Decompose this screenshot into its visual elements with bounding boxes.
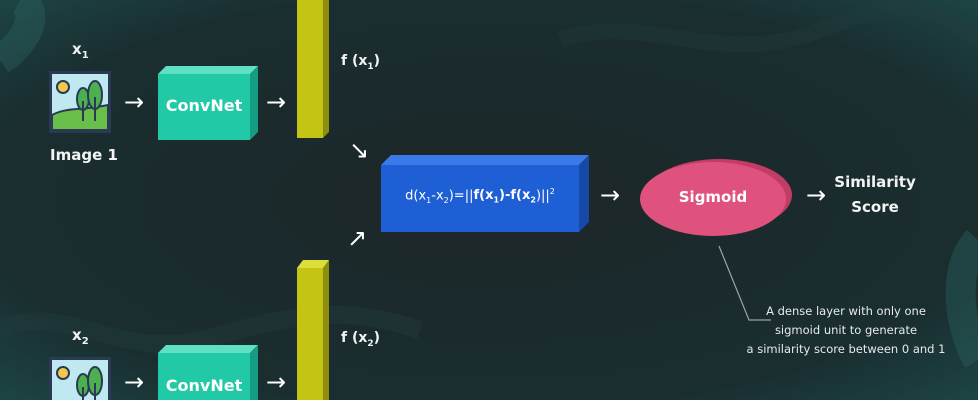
- f-close: ): [373, 53, 381, 69]
- formula-sub: 2: [443, 195, 449, 205]
- embedding-bar-1: [297, 0, 329, 138]
- similarity-score-label: Similarity Score: [830, 170, 920, 220]
- arrow-right-icon: →: [266, 368, 287, 396]
- formula-part: f(x: [473, 188, 494, 204]
- note-line-1: A dense layer with only one: [766, 304, 926, 318]
- x-letter: x: [72, 40, 82, 58]
- arrow-right-icon: →: [600, 181, 621, 209]
- formula-part: )=||: [448, 188, 474, 204]
- convnet-cube-1: [158, 66, 258, 140]
- formula-sub: 2: [530, 195, 536, 205]
- convnet-cube-2: [158, 345, 258, 400]
- formula-sub: 1: [426, 195, 432, 205]
- f-text: f (x: [341, 53, 368, 69]
- arrow-right-icon: →: [124, 88, 145, 116]
- note-line-3: a similarity score between 0 and 1: [746, 342, 946, 356]
- x-letter: x: [72, 326, 82, 344]
- f-close: ): [373, 330, 381, 346]
- landscape-image-icon: [49, 71, 111, 133]
- f-subscript: 1: [367, 61, 374, 72]
- arrow-up-right-icon: ↗: [347, 224, 368, 252]
- f-text: f (x: [341, 330, 368, 346]
- sigmoid-ellipse: [640, 159, 792, 236]
- x-subscript: 2: [81, 336, 89, 347]
- formula-sub: 1: [493, 195, 500, 205]
- formula-part: )-f(x: [499, 188, 531, 204]
- distance-block: [381, 155, 589, 232]
- score-line-2: Score: [851, 198, 899, 216]
- formula-part: )||: [535, 188, 550, 204]
- x-subscript: 1: [81, 50, 89, 61]
- embedding-label-2: f (x2): [341, 330, 380, 349]
- formula-part: d(x: [405, 188, 427, 204]
- formula-sup: 2: [549, 187, 555, 196]
- landscape-image-icon: [49, 357, 111, 400]
- arrow-right-icon: →: [266, 88, 287, 116]
- image-1-label: Image 1: [50, 146, 118, 164]
- annotation-connector: [718, 245, 771, 321]
- arrow-right-icon: →: [806, 181, 827, 209]
- sigmoid-annotation: A dense layer with only one sigmoid unit…: [728, 302, 964, 359]
- embedding-label-1: f (x1): [341, 53, 380, 72]
- input-label-x1: x1: [72, 40, 89, 61]
- note-line-2: sigmoid unit to generate: [774, 323, 918, 337]
- embedding-bar-2: [297, 260, 329, 400]
- arrow-down-right-icon: ↘: [349, 136, 370, 164]
- convnet-label-1: ConvNet: [165, 96, 243, 115]
- distance-formula: d(x1-x2)=||f(x1)-f(x2)||2: [381, 187, 579, 205]
- convnet-label-2: ConvNet: [165, 376, 243, 395]
- input-label-x2: x2: [72, 326, 89, 347]
- f-subscript: 2: [367, 338, 374, 349]
- formula-part: -x: [431, 188, 444, 204]
- sigmoid-label: Sigmoid: [678, 188, 748, 206]
- arrow-right-icon: →: [124, 368, 145, 396]
- score-line-1: Similarity: [834, 173, 916, 191]
